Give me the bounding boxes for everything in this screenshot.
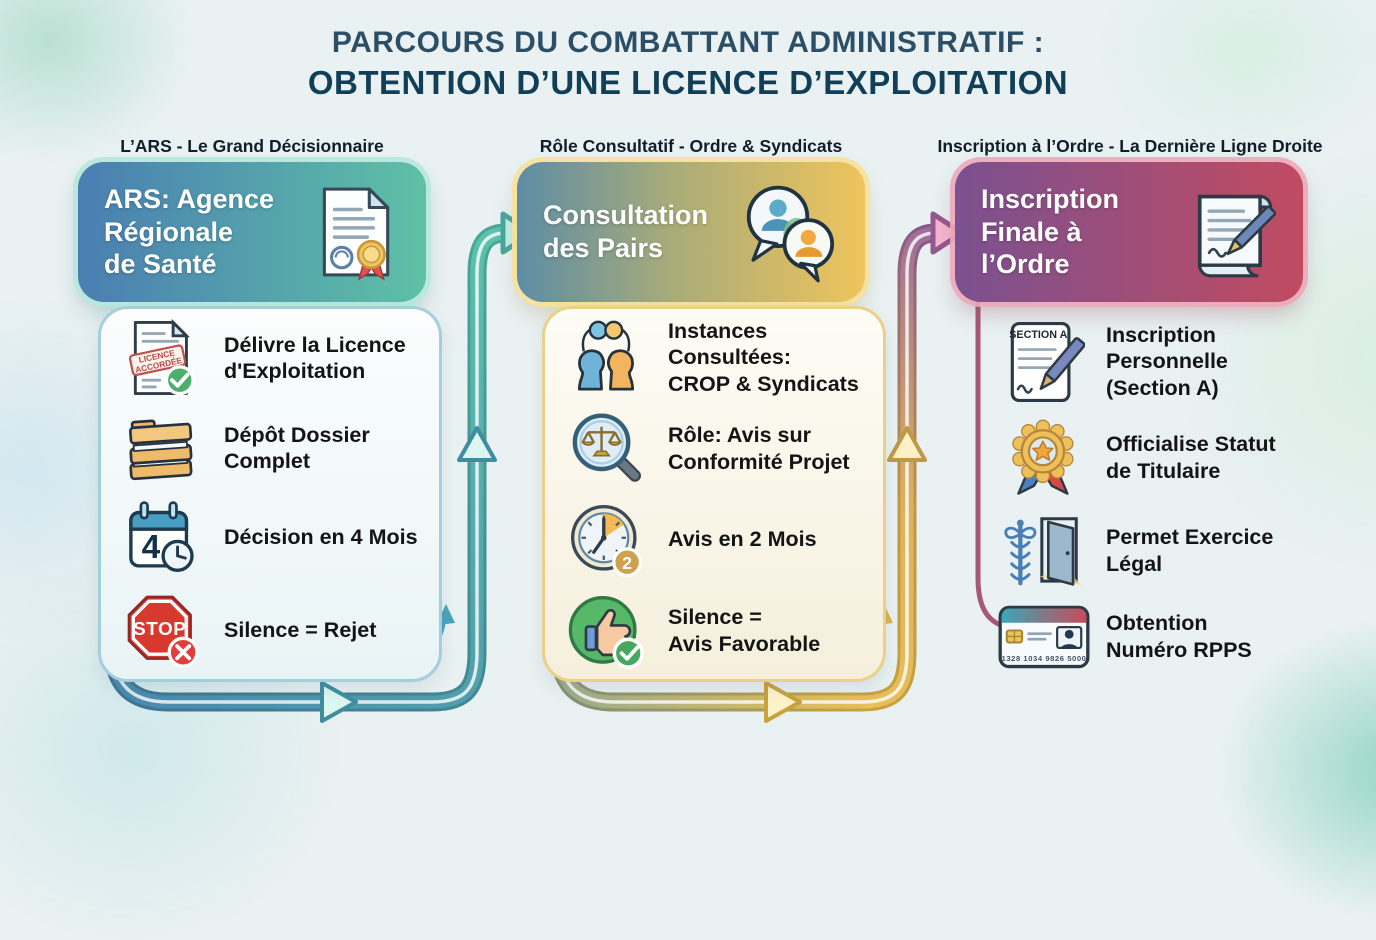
calendar-4-months-icon: 4 <box>129 501 194 573</box>
item-row: LICENCE ACCORDÉE Délivre la Licence d'Ex… <box>102 318 438 398</box>
column-label-ars: L’ARS - Le Grand Décisionnaire <box>120 136 384 156</box>
licence-granted-icon: LICENCE ACCORDÉE <box>128 319 195 396</box>
item-text: Décision en 4 Mois <box>224 525 418 550</box>
item-text: Délivre la Licence d'Exploitation <box>224 333 406 384</box>
folder-stack-icon <box>129 419 193 480</box>
item-row: Instances Consultées: CROP & Syndicats <box>546 318 882 398</box>
scroll-pen-icon <box>1197 194 1277 278</box>
section-a-document-icon: SECTION A <box>1009 321 1085 402</box>
item-row: Permet Exercice Légal <box>984 511 1320 591</box>
item-row: STOP Silence = Rejet <box>102 590 438 670</box>
items-column-inscription: SECTION A Inscription Personnelle (Secti… <box>980 306 1324 682</box>
section-a-text: SECTION A <box>1009 329 1067 341</box>
item-row: Silence = Avis Favorable <box>546 591 882 671</box>
caduceus-door-icon <box>1004 516 1083 586</box>
item-text: Officialise Statut de Titulaire <box>1106 432 1276 483</box>
item-text: Silence = Rejet <box>224 617 377 642</box>
thumbs-up-icon <box>568 595 644 669</box>
item-row: Officialise Statut de Titulaire <box>984 418 1320 498</box>
id-card-icon: 1328 1034 9826 5000 <box>998 605 1090 668</box>
card-title-inscription: Inscription Finale à l’Ordre <box>981 183 1120 280</box>
chat-people-icon <box>746 185 835 283</box>
item-row: SECTION A Inscription Personnelle (Secti… <box>984 319 1320 405</box>
page-title-line2: OBTENTION D’UNE LICENCE D’EXPLOITATION <box>307 64 1069 101</box>
page-title: PARCOURS DU COMBATTANT ADMINISTRATIF : O… <box>0 26 1376 102</box>
card-title-consultation: Consultation des Pairs <box>543 200 708 263</box>
stop-text: STOP <box>133 619 186 640</box>
item-row: Rôle: Avis sur Conformité Projet <box>546 409 882 489</box>
items-column-ars: LICENCE ACCORDÉE Délivre la Licence d'Ex… <box>98 306 442 682</box>
item-row: 4 Décision en 4 Mois <box>102 497 438 577</box>
item-text: Dépôt Dossier Complet <box>224 422 370 473</box>
two-heads-discussion-icon <box>577 320 635 390</box>
medal-icon <box>1012 419 1074 495</box>
calendar-number-text: 4 <box>142 529 161 566</box>
item-text: Avis en 2 Mois <box>668 527 817 552</box>
card-title-ars: ARS: Agence Régionale de Santé <box>104 183 275 280</box>
clock-badge-text: 2 <box>622 552 632 572</box>
certificate-document-icon <box>322 187 390 281</box>
item-row: 1328 1034 9826 5000 Obtention Numéro RPP… <box>984 604 1320 670</box>
item-row: 2 Avis en 2 Mois <box>546 500 882 580</box>
column-label-inscription: Inscription à l’Ordre - La Dernière Lign… <box>937 136 1323 156</box>
header-card-consultation: Consultation des Pairs <box>517 162 865 302</box>
item-text: Obtention Numéro RPPS <box>1106 611 1252 662</box>
magnifier-scales-icon <box>572 412 641 482</box>
item-text: Silence = Avis Favorable <box>668 605 821 656</box>
flow-pipe-consultation-to-inscription <box>547 211 965 723</box>
id-card-number-text: 1328 1034 9826 5000 <box>1002 654 1087 663</box>
item-text: Rôle: Avis sur Conformité Projet <box>668 423 850 474</box>
item-text: Instances Consultées: CROP & Syndicats <box>668 319 859 396</box>
header-card-inscription: Inscription Finale à l’Ordre <box>955 162 1303 302</box>
column-label-consultation: Rôle Consultatif - Ordre & Syndicats <box>539 136 843 156</box>
items-column-consultation: Instances Consultées: CROP & Syndicats R… <box>542 306 886 682</box>
stop-sign-icon: STOP <box>127 595 199 668</box>
item-row: Dépôt Dossier Complet <box>102 411 438 485</box>
header-card-ars: ARS: Agence Régionale de Santé <box>78 162 426 302</box>
clock-2-months-icon: 2 <box>571 504 643 577</box>
item-text: Permet Exercice Légal <box>1106 525 1274 576</box>
page-title-line1: PARCOURS DU COMBATTANT ADMINISTRATIF : <box>331 26 1045 59</box>
item-text: Inscription Personnelle (Section A) <box>1106 323 1228 400</box>
